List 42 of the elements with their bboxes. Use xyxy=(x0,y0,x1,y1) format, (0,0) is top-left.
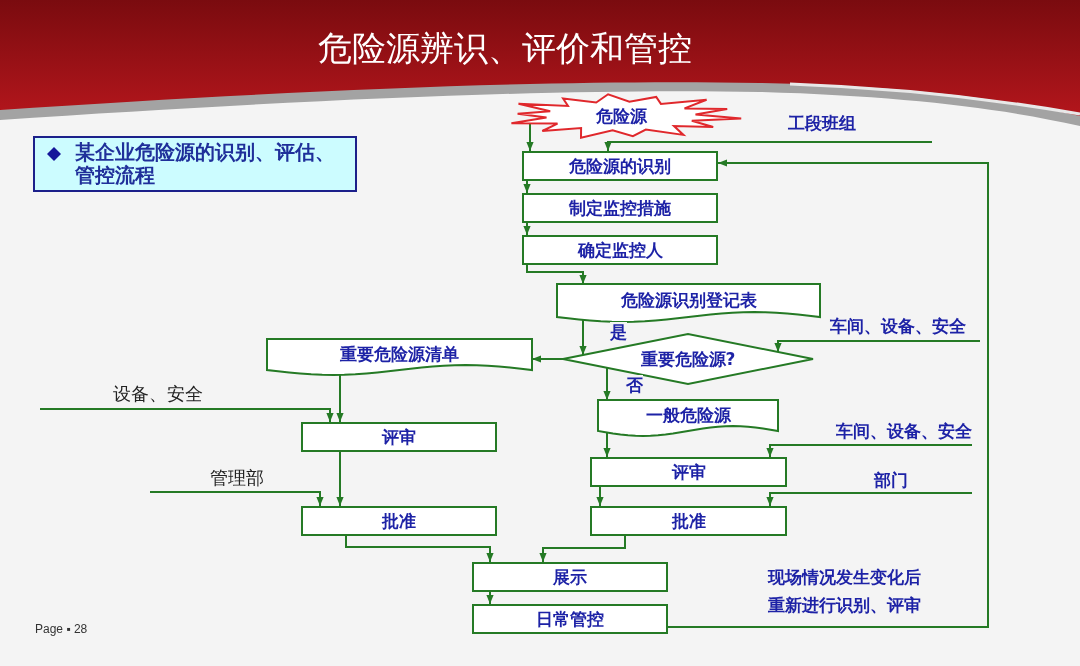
page-number: Page ▪ 28 xyxy=(35,622,88,637)
arrow xyxy=(603,431,611,458)
arrow xyxy=(604,141,933,152)
arrow xyxy=(345,535,494,563)
edge-label: 否 xyxy=(626,375,643,395)
arrow xyxy=(526,264,587,285)
arrow xyxy=(774,340,981,353)
arrow xyxy=(526,122,534,152)
arrow xyxy=(596,486,604,507)
arrow xyxy=(766,444,973,458)
arrow xyxy=(39,408,334,423)
edge-label: 车间、设备、安全 xyxy=(836,421,972,441)
arrow xyxy=(603,366,611,401)
arrow xyxy=(539,535,626,563)
process-box: 展示 xyxy=(472,562,668,592)
edge-label: 车间、设备、安全 xyxy=(830,316,966,336)
arrow xyxy=(579,318,587,356)
edge-label: 管理部 xyxy=(210,468,264,488)
arrow xyxy=(336,373,344,423)
process-box: 评审 xyxy=(590,457,787,487)
arrow xyxy=(336,451,344,507)
arrow xyxy=(531,355,564,363)
process-box: 确定监控人 xyxy=(522,235,718,265)
process-box: 日常管控 xyxy=(472,604,668,634)
process-box: 批准 xyxy=(301,506,497,536)
edge-label: 设备、安全 xyxy=(113,384,203,404)
process-box: 危险源的识别 xyxy=(522,151,718,181)
edge-label: 工段班组 xyxy=(788,113,856,133)
process-box: 批准 xyxy=(590,506,787,536)
arrow xyxy=(667,159,989,628)
arrow xyxy=(149,491,324,507)
arrow xyxy=(523,180,531,194)
edge-label: 是 xyxy=(610,322,627,342)
arrow xyxy=(523,222,531,236)
edge-label: 部门 xyxy=(874,470,908,490)
process-box: 制定监控措施 xyxy=(522,193,718,223)
subtitle-box xyxy=(33,136,357,192)
slide-title: 危险源辨识、评价和管控 xyxy=(317,27,693,70)
arrow xyxy=(766,492,973,507)
subtitle-text: 某企业危险源的识别、评估、管控流程 xyxy=(75,141,336,187)
arrow xyxy=(486,591,494,605)
process-box: 评审 xyxy=(301,422,497,452)
